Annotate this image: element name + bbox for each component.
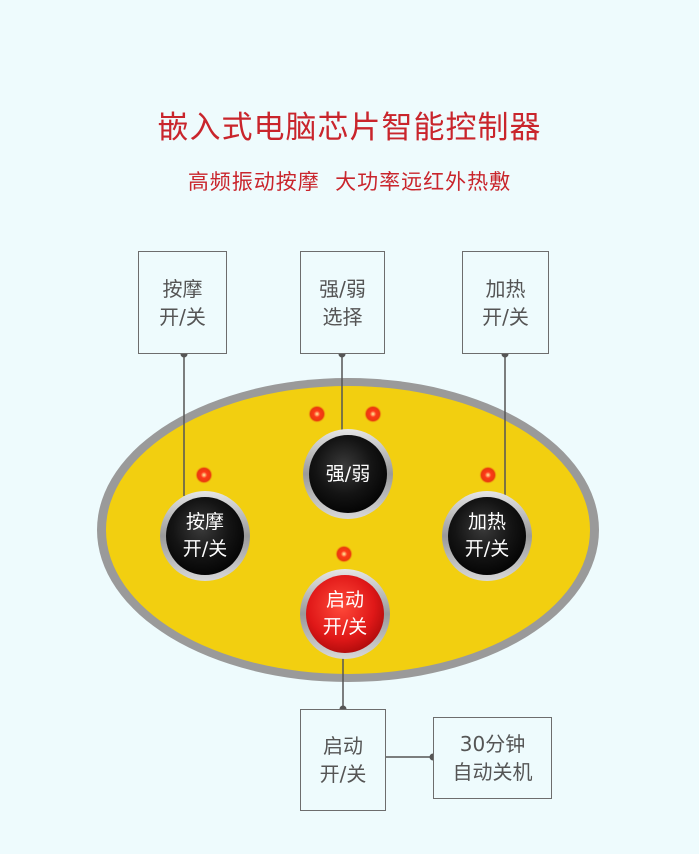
massage-button-line2: 开/关 [182,538,228,560]
callout-massage-line1: 按摩 [162,276,203,301]
callout-timer: 30分钟 自动关机 [433,717,552,799]
start-button-line2: 开/关 [322,616,368,638]
heat-button[interactable] [442,491,532,581]
massage-button-label: 按摩 开/关 [166,508,244,564]
start-button[interactable] [300,569,390,659]
strength-led-left [308,405,326,423]
strength-button-text: 强/弱 [325,462,371,485]
start-button-label: 启动 开/关 [306,586,384,642]
callout-massage: 按摩 开/关 [138,251,227,354]
massage-led [195,466,213,484]
heat-button-line2: 开/关 [464,538,510,560]
page-subtitle: 高频振动按摩 大功率远红外热敷 [187,170,512,194]
strength-button-label: 强/弱 [309,454,387,494]
strength-button[interactable] [303,429,393,519]
callout-heat-line1: 加热 [485,276,526,301]
callout-start-line1: 启动 [323,734,363,758]
callout-strength: 强/弱 选择 [300,251,385,354]
page-title: 嵌入式电脑芯片智能控制器 [157,110,542,146]
heat-button-line1: 加热 [467,511,506,533]
callout-timer-line1: 30分钟 [459,732,526,756]
start-led [335,545,353,563]
callout-timer-line2: 自动关机 [452,760,533,784]
heat-button-label: 加热 开/关 [448,508,526,564]
callout-strength-line1: 强/弱 [319,276,366,301]
massage-button-line1: 按摩 [185,511,224,533]
callout-massage-line2: 开/关 [159,304,206,329]
callout-strength-line2: 选择 [322,304,363,329]
control-panel [106,386,590,674]
strength-led-right [364,405,382,423]
start-button-line1: 启动 [325,589,364,611]
callout-start: 启动 开/关 [300,709,386,811]
massage-button[interactable] [160,491,250,581]
callout-heat-line2: 开/关 [482,304,529,329]
callout-start-line2: 开/关 [319,762,367,786]
callout-heat: 加热 开/关 [462,251,549,354]
heat-led [479,466,497,484]
